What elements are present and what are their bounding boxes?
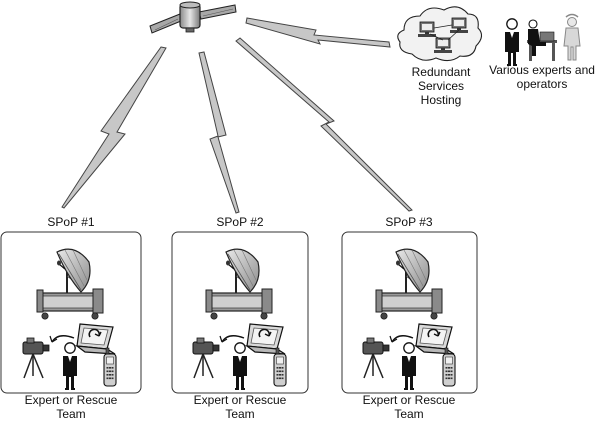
link-satellite-spop-1 [61, 46, 167, 209]
team-label-line: Team [394, 407, 424, 421]
mobile-phone-icon [103, 347, 117, 387]
team-label-line: Expert or Rescue [362, 393, 456, 407]
experts-label-line: operators [516, 77, 568, 91]
spop-title-3: SPoP #3 [385, 215, 433, 229]
spop-box-1 [0, 231, 142, 394]
spop-title-1: SPoP #1 [47, 215, 95, 229]
team-label-line: Expert or Rescue [24, 393, 118, 407]
team-label-line: Team [56, 407, 86, 421]
team-label-line: Expert or Rescue [193, 393, 287, 407]
team-label-line: Team [225, 407, 255, 421]
hosting-label-line: Redundant [411, 65, 471, 79]
link-satellite-spop-2 [198, 51, 240, 214]
link-satellite-spop-3 [235, 37, 413, 212]
hosting-label-line: Services [417, 79, 464, 93]
link-satellite-hosting [245, 17, 391, 48]
hosting-cloud-icon [397, 6, 483, 62]
spop-title-2: SPoP #2 [216, 215, 264, 229]
mobile-phone-icon [273, 347, 287, 387]
link-arrow-icon [51, 335, 75, 343]
experts-label: Various experts and operators [484, 63, 600, 91]
spop-box-3 [341, 231, 478, 394]
link-arrow-icon [391, 335, 414, 343]
hosting-label-line: Hosting [420, 93, 462, 107]
spop-box-2 [171, 231, 309, 394]
experts-icon [504, 13, 581, 67]
link-arrow-icon [221, 335, 245, 343]
hosting-label: Redundant Services Hosting [396, 65, 486, 107]
team-label-1: Expert or Rescue Team [0, 393, 146, 421]
mobile-phone-icon [442, 347, 456, 387]
experts-label-line: Various experts and [489, 63, 595, 77]
satellite-icon [149, 1, 237, 34]
team-label-3: Expert or Rescue Team [334, 393, 484, 421]
team-label-2: Expert or Rescue Team [165, 393, 315, 421]
